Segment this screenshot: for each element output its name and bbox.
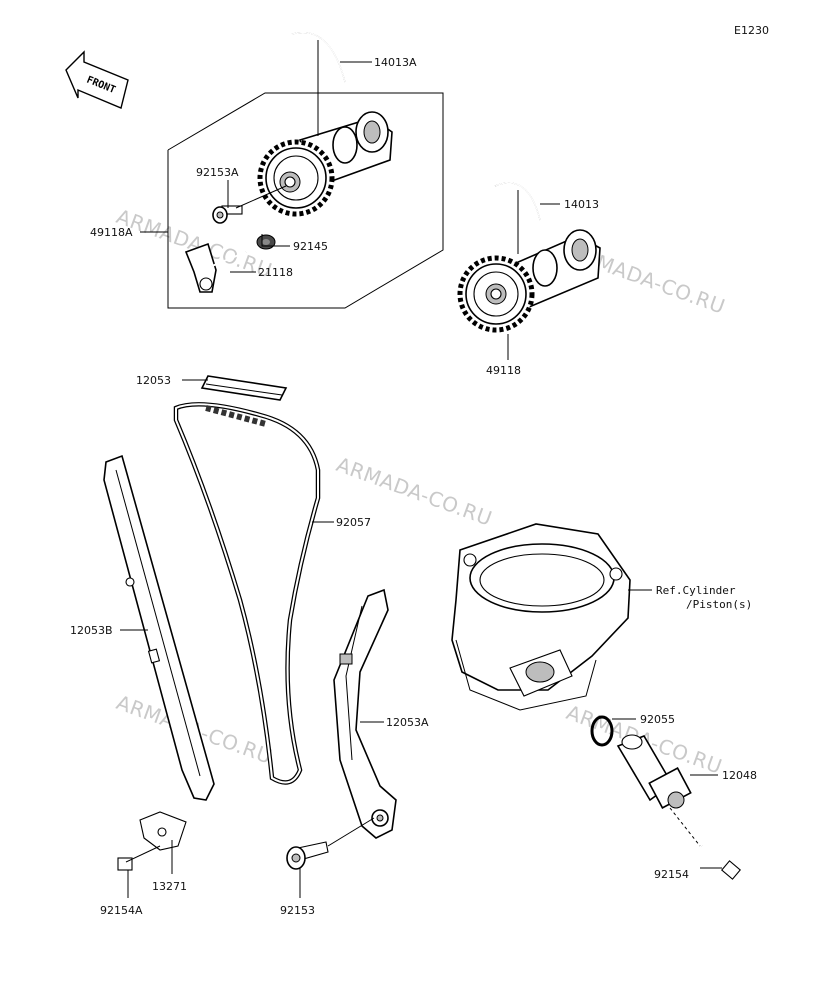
cylinder-reference <box>451 523 631 711</box>
label-ref-cylinder: Ref.Cylinder <box>656 584 736 597</box>
leader-lines <box>120 40 722 898</box>
label-49118A: 49118A <box>90 226 133 239</box>
part-14013A-clip <box>291 32 346 83</box>
part-camshaft-sprocket-A <box>257 111 393 217</box>
label-92154: 92154 <box>654 868 689 881</box>
part-12053-top-guide <box>200 375 288 401</box>
assembly-frame-49118A <box>167 92 444 309</box>
part-49118-camshaft <box>457 229 601 333</box>
label-92057: 92057 <box>336 516 371 529</box>
label-92055: 92055 <box>640 713 675 726</box>
part-labels: 14013A 92153A 49118A 92145 21118 14013 4… <box>70 56 757 917</box>
part-92055-o-ring <box>590 715 614 747</box>
part-92057-cam-chain <box>173 402 321 785</box>
label-92153: 92153 <box>280 904 315 917</box>
label-12048: 12048 <box>722 769 757 782</box>
diagram-code: E1230 <box>734 24 769 37</box>
label-12053B: 12053B <box>70 624 113 637</box>
label-ref-piston: /Piston(s) <box>686 598 752 611</box>
part-92154A-bolt <box>117 845 161 871</box>
part-92153-bolt <box>286 841 329 870</box>
front-arrow-icon: FRONT <box>65 50 129 109</box>
part-14013-clip <box>494 182 541 221</box>
part-92154-bolt <box>701 845 741 880</box>
part-21118-lever <box>184 242 247 293</box>
part-12048-tensioner <box>616 734 692 809</box>
part-92153A-bolt <box>212 205 243 224</box>
label-92154A: 92154A <box>100 904 143 917</box>
label-14013: 14013 <box>564 198 599 211</box>
label-49118: 49118 <box>486 364 521 377</box>
label-14013A: 14013A <box>374 56 417 69</box>
part-92145-spring <box>256 234 276 250</box>
part-12053A-tensioner-guide <box>333 588 397 839</box>
label-92145: 92145 <box>293 240 328 253</box>
label-92153A: 92153A <box>196 166 239 179</box>
label-21118: 21118 <box>258 266 293 279</box>
part-13271-plate <box>139 811 187 851</box>
label-13271: 13271 <box>152 880 187 893</box>
label-12053: 12053 <box>136 374 171 387</box>
label-12053A: 12053A <box>386 716 429 729</box>
part-12053B-guide <box>103 454 215 801</box>
